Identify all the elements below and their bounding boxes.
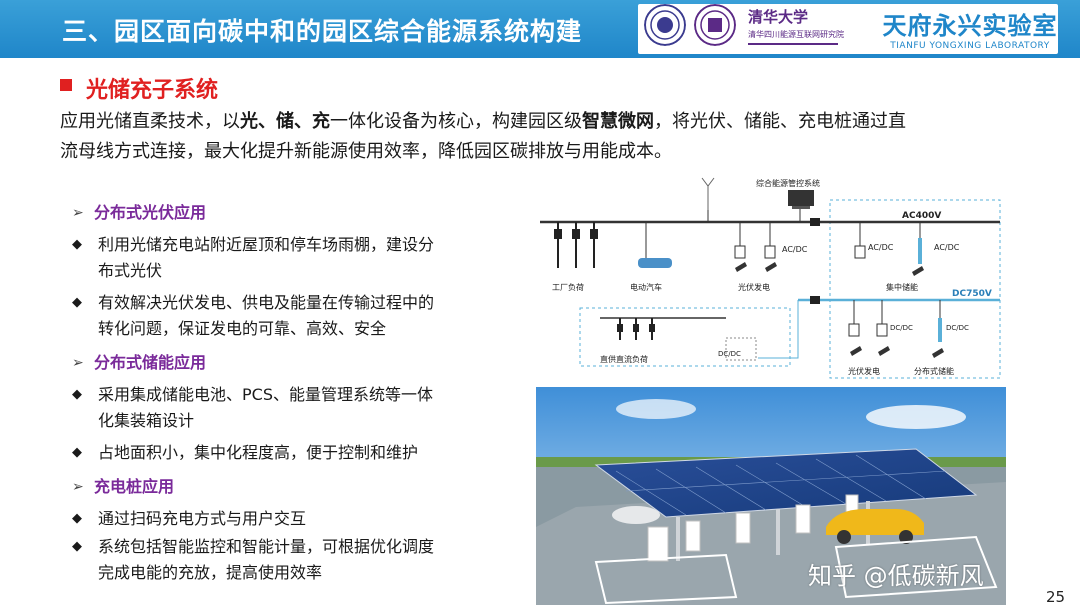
tsinghua-rule (748, 43, 838, 45)
lab-name: 天府永兴实验室 (882, 12, 1058, 40)
acdc-label: AC/DC (934, 243, 960, 252)
section-bullet-square (60, 79, 72, 91)
list-item-text: 采用集成储能电池、PCS、能量管理系统等一体化集装箱设计 (98, 385, 433, 430)
solar-canopy (594, 448, 978, 518)
institute-seal-icon (694, 4, 736, 46)
diamond-bullet-icon: ◆ (72, 295, 82, 310)
list-item-text: 利用光储充电站附近屋顶和停车场雨棚，建设分布式光伏 (98, 235, 435, 280)
chevron-right-icon: ➢ (72, 479, 84, 495)
dcdc-converter-box (725, 337, 757, 361)
header-bar: 三、园区面向碳中和的园区综合能源系统构建 清华大学 清华四川能源互联网研究院 天… (0, 0, 1080, 58)
list-item: ◆ 系统包括智能监控和智能计量，可根据优化调度完成电能的充放，提高使用效率 (72, 534, 492, 586)
ems-monitor-icon (788, 190, 814, 206)
list-item: ◆ 占地面积小，集中化程度高，便于控制和维护 (72, 440, 492, 466)
pv-gen-label: 光伏发电 (848, 366, 880, 376)
chevron-right-icon: ➢ (72, 355, 84, 371)
intro-text: 应用光储直柔技术，以 (60, 111, 240, 132)
inverter-icon (734, 245, 746, 259)
central-storage-label: 集中储能 (886, 282, 918, 292)
dcdc-label: DC/DC (718, 350, 741, 358)
list-item-text: 系统包括智能监控和智能计量，可根据优化调度完成电能的充放，提高使用效率 (98, 537, 435, 582)
subheading-label: 分布式光伏应用 (94, 203, 207, 222)
section-title: 光储充子系统 (86, 78, 219, 103)
dc750-label: DC750V (952, 289, 992, 299)
feature-list: ➢ 分布式光伏应用 ◆ 利用光储充电站附近屋顶和停车场雨棚，建设分布式光伏 ◆ 有效解… (72, 200, 492, 586)
diamond-bullet-icon: ◆ (72, 387, 82, 402)
dc-load-box (579, 307, 791, 367)
lab-logo: 天府永兴实验室 TIANFU YONGXING LABORATORY (870, 6, 1070, 51)
list-item: ◆ 利用光储充电站附近屋顶和停车场雨棚，建设分布式光伏 (72, 232, 492, 284)
ac400-label: AC400V (902, 211, 941, 221)
tsinghua-logo: 清华大学 清华四川能源互联网研究院 (748, 6, 856, 52)
charger-icon (647, 526, 669, 562)
parked-car-yellow (826, 509, 924, 535)
subheading-charging: ➢ 充电桩应用 (72, 474, 492, 500)
subheading-pv: ➢ 分布式光伏应用 (72, 200, 492, 226)
intro-text: ，将光伏、储能、充电桩通过直 (654, 111, 906, 132)
list-item-text: 通过扫码充电方式与用户交互 (98, 509, 307, 528)
pv-panel-icon (735, 262, 777, 272)
intro-emphasis: 光、储、充 (240, 111, 330, 132)
watermark: 知乎 @低碳新风 (808, 562, 984, 590)
diamond-bullet-icon: ◆ (72, 539, 82, 554)
factory-load-label: 工厂负荷 (552, 282, 584, 292)
lab-name-en: TIANFU YONGXING LABORATORY (890, 41, 1050, 51)
intro-line-1: 应用光储直柔技术，以光、储、充一体化设备为核心，构建园区级智慧微网，将光伏、储能… (60, 107, 1050, 137)
antenna-icon (701, 177, 715, 210)
ems-label: 综合能源管控系统 (756, 178, 820, 188)
page-number: 25 (1046, 588, 1066, 606)
subheading-label: 充电桩应用 (94, 477, 175, 496)
ev-car-icon (638, 258, 672, 268)
pv-carport-illustration (536, 387, 1006, 605)
diamond-bullet-icon: ◆ (72, 237, 82, 252)
intro-text: 一体化设备为核心，构建园区级 (330, 111, 582, 132)
pv-gen-label: 光伏发电 (738, 282, 770, 292)
ev-label: 电动汽车 (630, 282, 662, 292)
list-item: ◆ 采用集成储能电池、PCS、能量管理系统等一体化集装箱设计 (72, 382, 492, 434)
dc-load-label: 直供直流负荷 (600, 354, 648, 364)
dcdc-label: DC/DC (890, 324, 913, 332)
acdc-label: AC/DC (782, 245, 808, 254)
diamond-bullet-icon: ◆ (72, 445, 82, 460)
tsinghua-sub: 清华四川能源互联网研究院 (748, 30, 844, 39)
dc-zone-box (829, 199, 1001, 379)
inverter-icon (764, 245, 776, 259)
subheading-storage: ➢ 分布式储能应用 (72, 350, 492, 376)
university-seal-icon (644, 4, 686, 46)
intro-paragraph: 应用光储直柔技术，以光、储、充一体化设备为核心，构建园区级智慧微网，将光伏、储能… (60, 107, 1050, 167)
chevron-right-icon: ➢ (72, 205, 84, 221)
tsinghua-cn: 清华大学 (748, 8, 809, 26)
slide-title: 三、园区面向碳中和的园区综合能源系统构建 (62, 17, 583, 46)
battery-icon (918, 238, 922, 264)
acdc-label: AC/DC (868, 243, 894, 252)
microgrid-diagram: 综合能源管控系统 AC400V 工厂负荷 电动汽车 AC/DC 光伏发电 AC/… (540, 177, 1001, 379)
list-item-text: 有效解决光伏发电、供电及能量在传输过程中的转化问题，保证发电的可靠、高效、安全 (98, 293, 435, 338)
dcdc-label: DC/DC (946, 324, 969, 332)
diamond-bullet-icon: ◆ (72, 511, 82, 526)
list-item: ◆ 有效解决光伏发电、供电及能量在传输过程中的转化问题，保证发电的可靠、高效、安全 (72, 290, 492, 342)
list-item-text: 占地面积小，集中化程度高，便于控制和维护 (98, 443, 419, 462)
intro-emphasis: 智慧微网 (582, 111, 654, 132)
intro-line-2: 流母线方式连接，最大化提升新能源使用效率，降低园区碳排放与用能成本。 (60, 141, 672, 162)
parked-car-white (612, 506, 660, 524)
dist-storage-label: 分布式储能 (914, 366, 954, 376)
subheading-label: 分布式储能应用 (94, 353, 207, 372)
factory-load-icon (554, 222, 598, 268)
list-item: ◆ 通过扫码充电方式与用户交互 (72, 506, 492, 532)
